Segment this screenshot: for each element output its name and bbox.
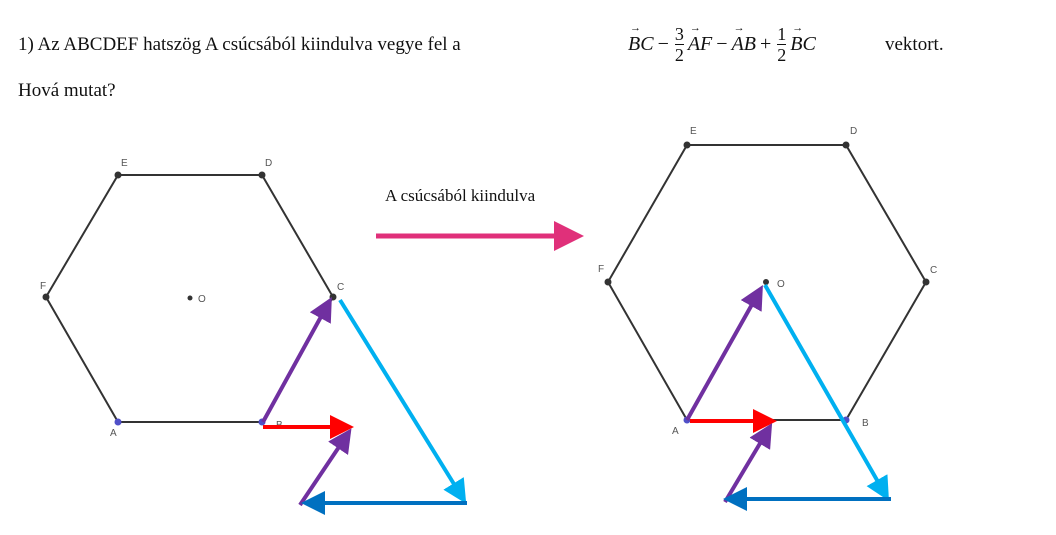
numerator: 1 [777, 24, 787, 45]
term-bc: BC [628, 22, 654, 56]
term-ab: AB [732, 22, 756, 56]
question-suffix: vektort. [885, 34, 944, 55]
vertex-a: A [672, 426, 679, 437]
vector-ae-arrow [763, 284, 889, 501]
vector-half-bc-arrow [723, 423, 773, 504]
denominator: 2 [674, 45, 684, 65]
operator: − [716, 33, 728, 55]
vector-half-bc-arrow [298, 428, 352, 507]
term-bc: BC [790, 22, 816, 56]
vertex-c: C [337, 282, 344, 293]
vertex-f: F [598, 264, 604, 275]
vertex-c: C [930, 265, 937, 276]
operator: − [657, 33, 669, 55]
hexagon-left: A B C D E F O [40, 158, 467, 515]
vertex-o: O [198, 294, 206, 305]
vertex-e: E [690, 126, 697, 137]
vertex-f: F [40, 281, 46, 292]
denominator: 2 [777, 45, 787, 65]
hexagon-right: A B C D E F O [598, 126, 937, 511]
vector-formula: BC − 32 AF − AB + 12 BC [628, 22, 816, 65]
vertex-d: D [265, 158, 272, 169]
vector-ae-arrow [338, 298, 467, 504]
operator: + [760, 33, 772, 55]
term-af: AF [688, 22, 712, 56]
vertex-b: B [862, 418, 869, 429]
vector-bc-arrow [685, 285, 763, 421]
question-text: 1) Az ABCDEF hatszög A csúcsából kiindul… [18, 34, 461, 55]
vertex-a: A [110, 428, 117, 439]
transition-label: A csúcsából kiindulva [385, 186, 536, 205]
vertex-o: O [777, 279, 785, 290]
question-line2: Hová mutat? [18, 80, 116, 101]
vertex-d: D [850, 126, 857, 137]
numerator: 3 [674, 24, 684, 45]
vector-bc-arrow [261, 296, 332, 423]
vertex-e: E [121, 158, 128, 169]
